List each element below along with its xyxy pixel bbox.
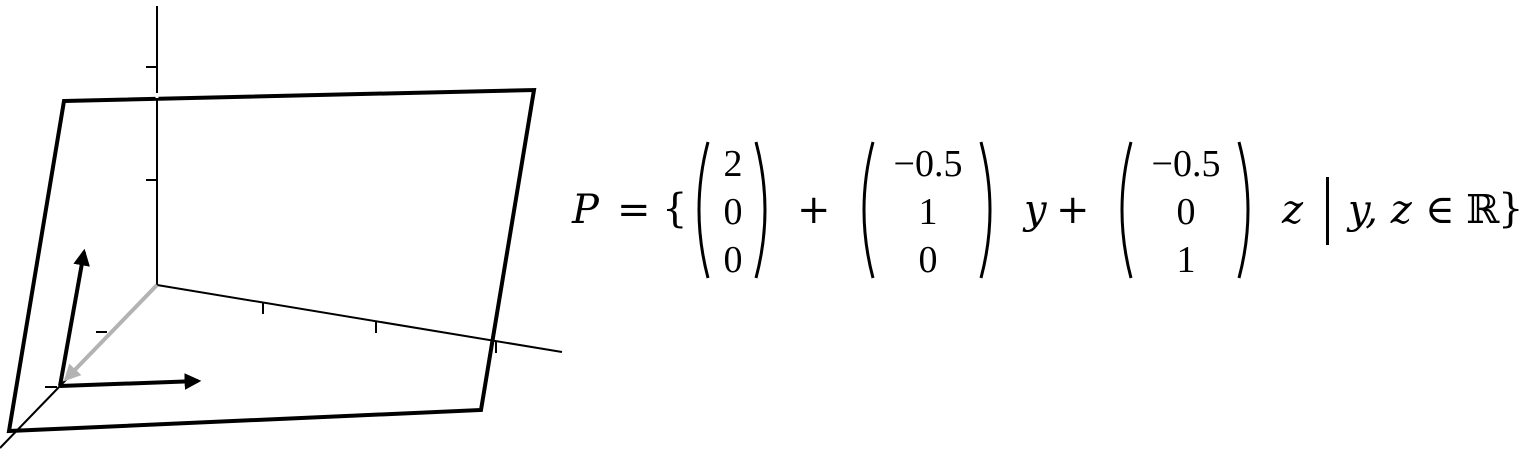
direction-vector-z-y: 0 xyxy=(1176,191,1196,233)
right-paren-icon xyxy=(754,141,767,279)
equals-sign: = xyxy=(617,187,651,233)
direction-vector-z-arrow xyxy=(58,248,90,387)
x-axis-front xyxy=(0,385,61,449)
plane-plot xyxy=(0,6,563,449)
direction-vector-y-arrow xyxy=(59,373,202,390)
plus-sign-1: + xyxy=(797,187,831,233)
plane-outline xyxy=(6,87,537,434)
direction-vector-y-x: −0.5 xyxy=(893,143,963,185)
y-axis xyxy=(156,284,563,353)
support-vector-z: 0 xyxy=(723,239,743,281)
element-of-symbol: ∈ xyxy=(1425,187,1455,233)
direction-vector-z-x: −0.5 xyxy=(1151,143,1221,185)
plane-symbol: P xyxy=(572,187,599,233)
left-paren-icon xyxy=(697,141,710,279)
support-vector-x: 2 xyxy=(723,143,743,185)
direction-vector-z-matrix: −0.5 0 1 xyxy=(1111,140,1261,281)
right-paren-icon xyxy=(1237,141,1250,279)
param-y: y xyxy=(1024,187,1047,233)
open-brace: { xyxy=(662,186,688,232)
such-that-bar xyxy=(1326,177,1329,245)
support-vector-arrow xyxy=(63,283,159,382)
direction-vector-z-z: 1 xyxy=(1176,239,1196,281)
direction-vector-y-y: 1 xyxy=(918,191,938,233)
support-vector-matrix: 2 0 0 xyxy=(688,140,778,281)
plus-sign-2: + xyxy=(1056,187,1090,233)
direction-vector-y-z: 0 xyxy=(918,239,938,281)
support-vector-y: 0 xyxy=(723,191,743,233)
left-paren-icon xyxy=(1120,141,1133,279)
close-brace: } xyxy=(1498,186,1522,232)
param-z: z xyxy=(1282,187,1304,233)
left-paren-icon xyxy=(862,141,875,279)
direction-vector-y-matrix: −0.5 1 0 xyxy=(853,140,1003,281)
reals-symbol: ℝ xyxy=(1466,187,1500,233)
right-paren-icon xyxy=(979,141,992,279)
condition-variables: y, z xyxy=(1348,187,1412,233)
